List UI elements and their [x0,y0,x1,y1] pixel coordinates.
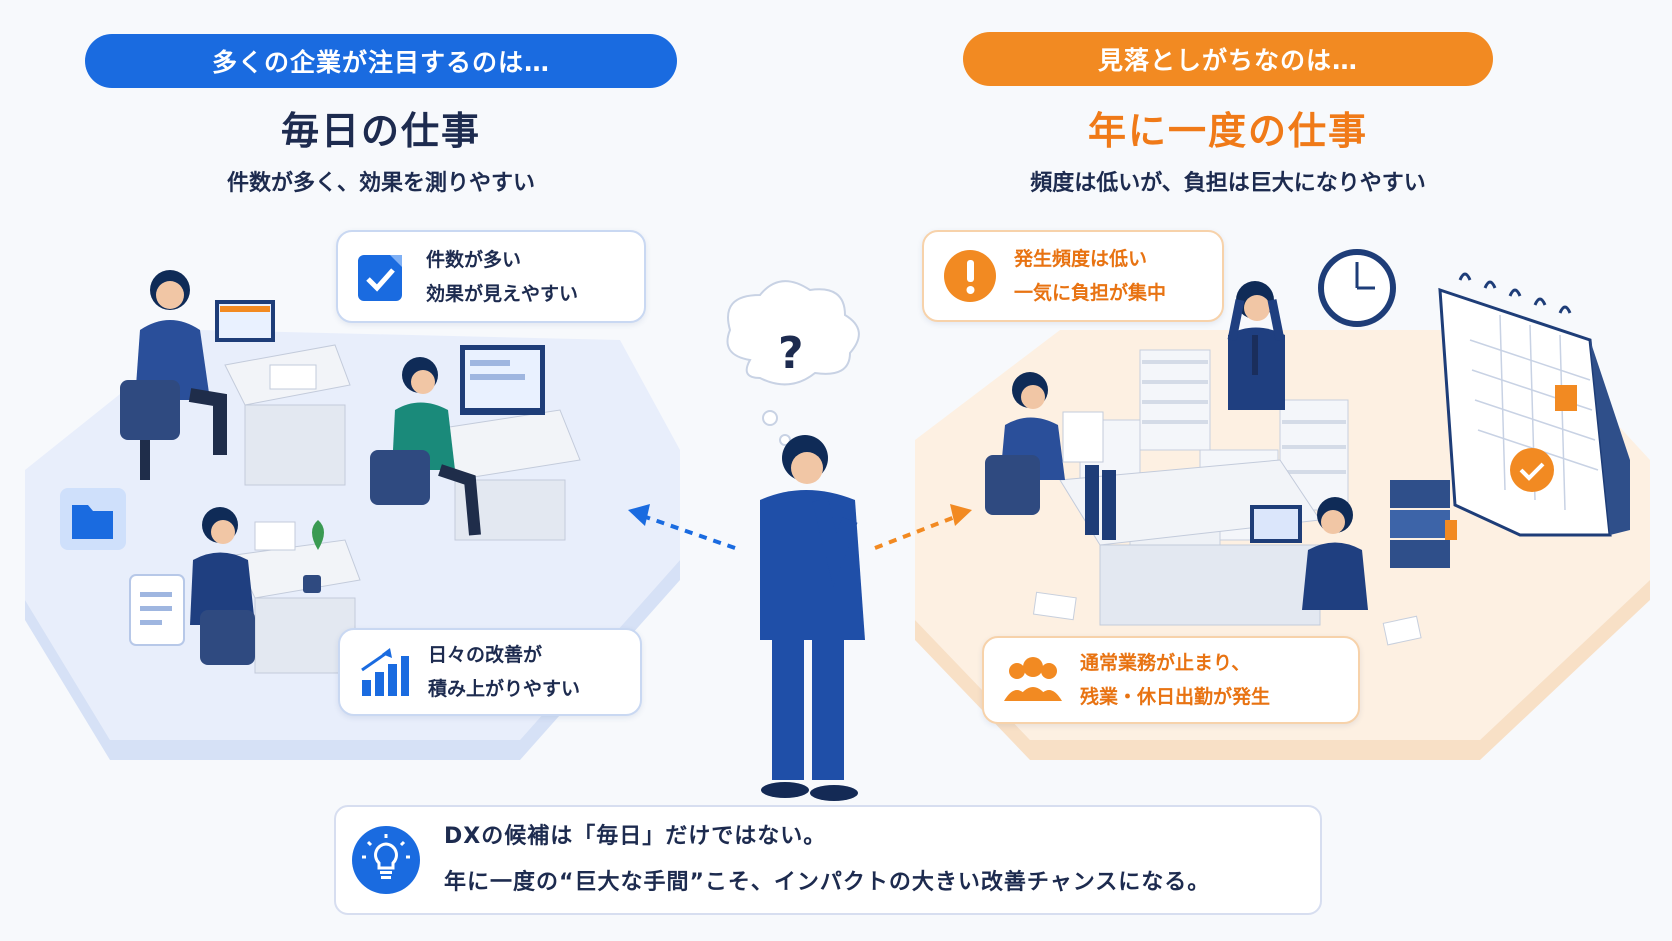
left-header-pill: 多くの企業が注目するのは… [85,34,677,88]
right-worker-1 [985,372,1104,515]
stressed-manager [1227,281,1285,410]
right-callout-bottom-line2: 残業・休日出勤が発生 [1080,686,1271,708]
left-worker-2 [370,357,481,536]
thinking-man [726,280,865,801]
left-callout-bottom-line1: 日々の改善が [428,644,543,666]
left-desk-1 [215,300,351,486]
question-mark: ? [778,328,804,379]
right-callout-bottom-line1: 通常業務が止まり、 [1080,652,1251,674]
lightbulb-icon [350,824,422,896]
warning-icon [942,248,998,304]
folder-icon [60,488,126,550]
right-callout-bottom: 通常業務が止まり、 残業・休日出勤が発生 [982,636,1360,724]
binders [1390,480,1457,568]
right-worker-2 [1250,497,1368,610]
left-callout-top-line1: 件数が多い [426,248,522,271]
conclusion-line-1: DXの候補は「毎日」だけではない。 [444,824,827,849]
bar-chart-up-icon [358,646,410,698]
left-title: 毎日の仕事 [280,109,481,153]
left-callout-top: 件数が多い 効果が見えやすい [336,230,646,323]
right-subtitle: 頻度は低いが、負担は巨大になりやすい [1030,171,1426,196]
clock-icon [1318,249,1396,327]
thought-bubble [726,280,860,386]
right-title: 年に一度の仕事 [1087,109,1368,153]
right-callout-top: 発生頻度は低い 一気に負担が集中 [922,230,1224,322]
right-header-pill: 見落としがちなのは… [963,32,1493,86]
conclusion-box: DXの候補は「毎日」だけではない。 年に一度の“巨大な手間”こそ、インパクトの大… [334,805,1322,915]
calendar-icon [1438,272,1630,537]
people-icon [1002,655,1064,705]
right-callout-top-line2: 一気に負担が集中 [1014,282,1167,304]
arrow-right [874,504,972,550]
conclusion-line-2: 年に一度の“巨大な手間”こそ、インパクトの大きい改善チャンスになる。 [444,870,1211,895]
left-callout-bottom: 日々の改善が 積み上がりやすい [338,628,642,716]
left-callout-top-line2: 効果が見えやすい [426,282,579,305]
left-desk-3 [234,520,361,674]
document-icon [129,574,185,646]
check-doc-icon [356,251,408,303]
left-callout-bottom-line2: 積み上がりやすい [428,678,581,700]
right-callout-top-line1: 発生頻度は低い [1014,248,1148,270]
left-worker-3 [190,507,255,665]
left-subtitle: 件数が多く、効果を測りやすい [226,171,535,196]
left-worker-1 [120,270,227,480]
arrow-left [628,504,736,550]
